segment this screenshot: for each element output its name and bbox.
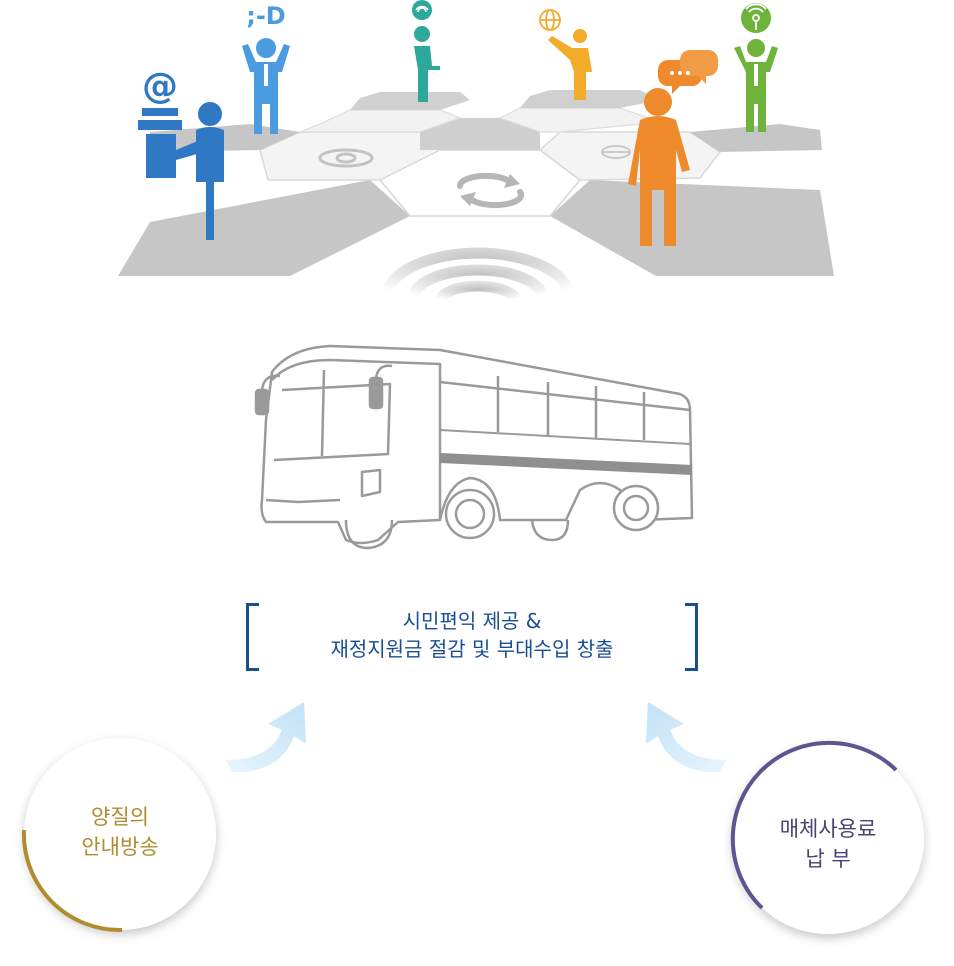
globe-icon <box>539 9 561 31</box>
hex-tile-far-edge-right <box>690 124 822 152</box>
signal-icon <box>745 3 767 30</box>
left-circle-line2: 안내방송 <box>81 835 159 859</box>
hex-tile-far-right <box>520 90 660 108</box>
bus-illustration <box>254 344 694 550</box>
person-at-icon: @ <box>138 66 224 240</box>
right-bracket <box>685 603 698 671</box>
hex-tile-far-left <box>350 92 470 110</box>
hex-tile-right <box>550 180 834 276</box>
person-chat-icon <box>628 50 718 246</box>
broadcast-waves-icon <box>380 247 576 336</box>
right-circle-label: 매체사용료 납 부 <box>738 814 918 874</box>
hex-tile-far-edge-left <box>150 124 300 152</box>
person-smile-icon: ;-D <box>242 2 290 134</box>
left-circle-accent-arc <box>21 829 123 933</box>
person-globe-icon <box>539 9 592 100</box>
smile-glyph: ;-D <box>246 2 285 30</box>
at-glyph: @ <box>142 66 178 107</box>
hex-tile-back-center <box>420 118 540 150</box>
left-circle <box>21 738 216 933</box>
right-circle <box>730 740 924 934</box>
headline: 시민편익 제공 & 재정지원금 절감 및 부대수입 창출 <box>266 607 678 663</box>
right-arrow-icon <box>646 702 726 773</box>
hex-platform <box>118 90 834 276</box>
refresh-icon <box>457 172 525 209</box>
right-circle-line1: 매체사용료 <box>779 817 877 841</box>
chat-bubbles-icon <box>658 50 718 94</box>
right-circle-line2: 납 부 <box>805 847 851 871</box>
at-sign-tile-icon <box>318 148 374 168</box>
globe-tile-icon <box>601 145 631 159</box>
left-circle-label: 양질의 안내방송 <box>40 802 200 862</box>
headline-line2: 재정지원금 절감 및 부대수입 창출 <box>330 637 614 661</box>
person-signal-icon <box>734 3 778 132</box>
person-wifi-icon <box>412 0 440 102</box>
left-arrow-icon <box>226 702 306 773</box>
headline-line1: 시민편익 제공 & <box>402 609 542 633</box>
left-circle-line1: 양질의 <box>91 805 149 829</box>
wifi-badge <box>412 0 432 20</box>
left-bracket <box>246 603 259 671</box>
hex-tile-left <box>118 180 410 276</box>
right-circle-accent-arc <box>730 740 898 910</box>
headline-box: 시민편익 제공 & 재정지원금 절감 및 부대수입 창출 <box>246 603 698 671</box>
